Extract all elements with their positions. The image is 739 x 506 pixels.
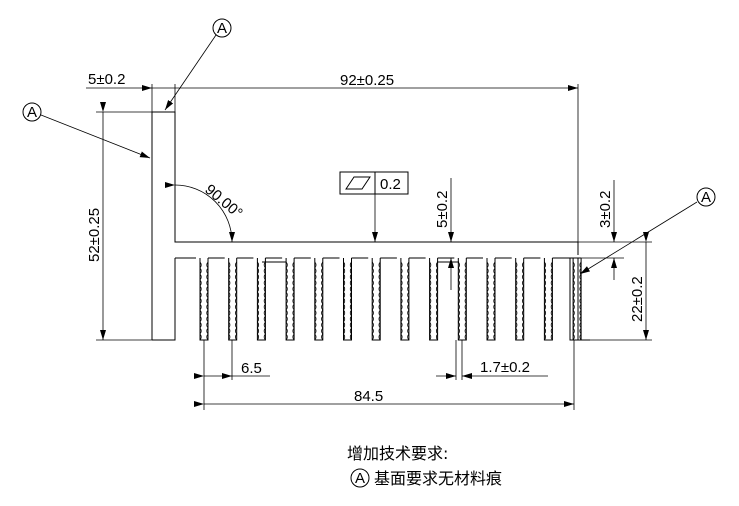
flatness-frame: 0.2 — [339, 171, 409, 242]
dim-text-plate-thickness: 5±0.2 — [434, 191, 451, 228]
dim-overall-height: 52±0.25 — [86, 102, 152, 341]
dim-text-overall-width: 92±0.25 — [340, 72, 394, 89]
fin-wave — [435, 261, 439, 341]
datum-letter-top: A — [217, 20, 227, 37]
fin-wave — [522, 261, 525, 341]
dim-text-fin-height: 22±0.2 — [629, 276, 646, 322]
fin-wave — [400, 261, 403, 341]
fin-wave — [378, 261, 381, 341]
fins-outline — [175, 257, 590, 341]
fin-wave — [292, 261, 295, 341]
fin-wave — [464, 261, 467, 341]
heatsink-profile — [151, 111, 590, 341]
dim-fin-height: 22±0.2 — [578, 232, 652, 341]
fin-wave — [543, 261, 547, 341]
notes-item1: 基面要求无材料痕 — [374, 469, 502, 488]
fin-wave — [550, 261, 553, 341]
fin-wave — [285, 261, 288, 341]
fin-wave — [349, 261, 353, 341]
notes-heading: 增加技术要求: — [347, 444, 448, 463]
dim-text-angle: 90.00° — [201, 181, 245, 222]
flatness-icon — [345, 176, 371, 190]
fin-wave — [228, 261, 231, 341]
datum-a-right: A — [579, 187, 716, 275]
fin-wave — [235, 261, 238, 341]
fin-wave — [342, 261, 346, 341]
dim-text-fin-pitch: 6.5 — [241, 360, 262, 377]
datum-letter-note: A — [355, 470, 365, 487]
datum-a-left: A — [22, 102, 151, 159]
dim-fin-pitch: 6.5 — [194, 340, 270, 410]
left-wall-bottom — [152, 258, 176, 341]
dim-base-thickness: 5±0.2 — [86, 71, 176, 112]
fin-wave — [572, 261, 575, 341]
tech-notes: 增加技术要求: A 基面要求无材料痕 — [347, 444, 502, 488]
fin-wave — [199, 261, 202, 341]
dim-overall-width: 92±0.25 — [142, 72, 579, 242]
dim-fin-width: 1.7±0.2 — [436, 340, 548, 380]
base-outline — [151, 111, 579, 340]
dim-plate-thickness: 5±0.2 — [434, 178, 454, 290]
dim-angle: 90.00° — [164, 181, 246, 243]
dim-text-fin-width: 1.7±0.2 — [480, 359, 530, 376]
fin-wave — [407, 261, 410, 341]
fin-wave — [371, 261, 374, 341]
fin-wave — [256, 261, 260, 341]
fin-wave — [206, 261, 209, 341]
dim-text-base-thickness: 5±0.2 — [88, 71, 125, 88]
flatness-value: 0.2 — [380, 176, 401, 193]
datum-letter-right: A — [701, 189, 711, 206]
fin-waves — [199, 261, 582, 341]
dim-text-overall-height: 52±0.25 — [86, 208, 103, 262]
fin-wave — [429, 261, 432, 341]
fin-wave — [314, 261, 317, 341]
dim-fin-span: 84.5 — [194, 340, 575, 410]
dim-text-fin-offset: 3±0.2 — [597, 191, 614, 228]
fin-wave — [321, 261, 324, 341]
fin-wave — [515, 261, 518, 341]
datum-a-top: A — [164, 18, 232, 111]
fin-wave — [579, 261, 582, 341]
datum-letter-left: A — [27, 104, 37, 121]
dim-fin-offset: 3±0.2 — [578, 180, 652, 280]
fin-wave — [263, 261, 266, 341]
dim-text-fin-span: 84.5 — [354, 388, 383, 405]
fin-wave — [457, 261, 460, 341]
fin-wave — [493, 261, 496, 341]
fin-wave — [486, 261, 489, 341]
